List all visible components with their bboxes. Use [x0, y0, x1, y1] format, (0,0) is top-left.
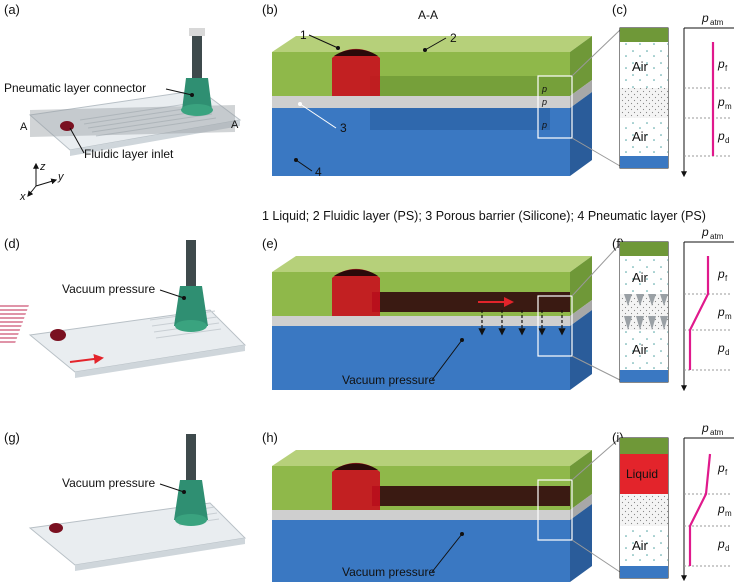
- fluidic-inlet-label: Fluidic layer inlet: [84, 147, 174, 161]
- axis-z-label: z: [39, 161, 46, 173]
- pressure-line-f: [688, 256, 710, 370]
- pd-sub-c: d: [725, 136, 729, 145]
- air-label-f-top: Air: [632, 270, 649, 285]
- pressure-plot-i: p atm p f p m p d: [681, 421, 734, 582]
- channels-d: [0, 305, 29, 345]
- patm-c: p: [701, 11, 709, 25]
- pf-label-b: p: [541, 84, 547, 94]
- patm-i: p: [701, 421, 709, 435]
- section-title: A-A: [418, 8, 438, 22]
- panel-i: (i) Liquid Air: [612, 430, 669, 579]
- callout-2: 2: [450, 31, 457, 45]
- vacuum-dot-d: [182, 296, 186, 300]
- panel-label-c: (c): [612, 2, 627, 17]
- pm-label-b: p: [541, 97, 547, 107]
- inset-box-b: [537, 75, 573, 139]
- pm-sub-f: m: [725, 312, 732, 321]
- needle: [192, 34, 202, 78]
- fluidic-top-face: [272, 36, 592, 52]
- panel-d: (d) Vacuum pressure: [0, 236, 247, 378]
- porous-barrier: [272, 96, 570, 108]
- pf-f: p: [717, 267, 725, 281]
- liquid-region-i: [620, 454, 668, 494]
- pneumatic-connector-leader: [165, 88, 193, 96]
- device-photo-a: [28, 28, 242, 156]
- panel-label-i: (i): [612, 430, 624, 445]
- panel-label-a: (a): [4, 2, 20, 17]
- panel-label-g: (g): [4, 430, 20, 445]
- pm-sub-i: m: [725, 509, 732, 518]
- vacuum-dot-g: [182, 490, 186, 494]
- inlet-drop: [60, 121, 74, 131]
- panel-h: (h) Vacuum pressure: [262, 430, 621, 582]
- pressure-plot-c: p atm p f p m p d: [681, 11, 734, 178]
- pf-i: p: [717, 461, 725, 475]
- liquid-drop: [332, 48, 380, 96]
- pf-sub-c: f: [725, 64, 728, 73]
- pd-i: p: [717, 537, 725, 551]
- patm-sub-f: atm: [710, 232, 724, 241]
- panel-f: (f) Air Air: [612, 236, 669, 383]
- air-label-c-bottom: Air: [632, 129, 649, 144]
- section-label-right: A: [231, 119, 239, 131]
- pm-f: p: [717, 305, 725, 319]
- channel-liquid-e: [372, 292, 570, 312]
- pressure-plot-f: p atm p f p m p d: [681, 225, 734, 392]
- pd-c: p: [717, 129, 725, 143]
- leader-dot: [190, 93, 194, 97]
- pd-sub-f: d: [725, 348, 729, 357]
- pf-c: p: [717, 57, 725, 71]
- callout-2-dot: [423, 48, 427, 52]
- panel-label-d: (d): [4, 236, 20, 251]
- axis-y-label: y: [57, 171, 65, 183]
- pm-c: p: [717, 95, 725, 109]
- air-label-c-top: Air: [632, 59, 649, 74]
- panel-e: (e) Vacuum pressure: [262, 236, 621, 390]
- axis-x-label: x: [19, 191, 26, 203]
- vacuum-dot-e: [460, 338, 464, 342]
- panel-label-h: (h): [262, 430, 278, 445]
- callout-1: 1: [300, 28, 307, 42]
- callout-1-dot: [336, 46, 340, 50]
- panel-c: (c) Air Air: [612, 2, 669, 169]
- pd-sub-i: d: [725, 544, 729, 553]
- panel-label-e: (e): [262, 236, 278, 251]
- panel-b: (b) A-A 1 2 3 4 p p p: [262, 2, 621, 179]
- fluidic-inlet-leader: [69, 127, 85, 154]
- flow-arrow-d: [69, 354, 104, 364]
- panel-g: (g) Vacuum pressure: [4, 430, 247, 571]
- pf-sub-f: f: [725, 274, 728, 283]
- vacuum-label-h: Vacuum pressure: [342, 565, 435, 579]
- callout-4-dot: [294, 158, 298, 162]
- patm-sub-i: atm: [710, 428, 724, 437]
- pd-label-b: p: [541, 120, 547, 130]
- vacuum-label-g: Vacuum pressure: [62, 476, 155, 490]
- connector-body: [182, 78, 212, 110]
- callout-3: 3: [340, 121, 347, 135]
- liquid-label-i: Liquid: [626, 467, 658, 481]
- panel-label-b: (b): [262, 2, 278, 17]
- pm-sub-c: m: [725, 102, 732, 111]
- channel-liquid-h: [372, 486, 570, 506]
- axis-triad: z y x: [19, 161, 65, 203]
- vacuum-arrows-e: [478, 310, 566, 336]
- section-label-left: A: [20, 121, 28, 133]
- patm-sub-c: atm: [710, 18, 724, 27]
- pneumatic-connector-label: Pneumatic layer connector: [4, 81, 146, 95]
- pressure-line-i: [688, 453, 712, 566]
- layer-legend: 1 Liquid; 2 Fluidic layer (PS); 3 Porous…: [262, 209, 706, 223]
- callout-3-dot: [298, 102, 302, 106]
- vacuum-label-d: Vacuum pressure: [62, 282, 155, 296]
- vacuum-label-e: Vacuum pressure: [342, 373, 435, 387]
- pd-f: p: [717, 341, 725, 355]
- air-label-i: Air: [632, 538, 649, 553]
- vacuum-dot-h: [460, 532, 464, 536]
- pm-i: p: [717, 502, 725, 516]
- panel-a: (a) A A Pneumatic layer connector Fluidi…: [4, 2, 242, 203]
- patm-f: p: [701, 225, 709, 239]
- pf-sub-i: f: [725, 468, 728, 477]
- air-label-f-bottom: Air: [632, 342, 649, 357]
- callout-4: 4: [315, 165, 322, 179]
